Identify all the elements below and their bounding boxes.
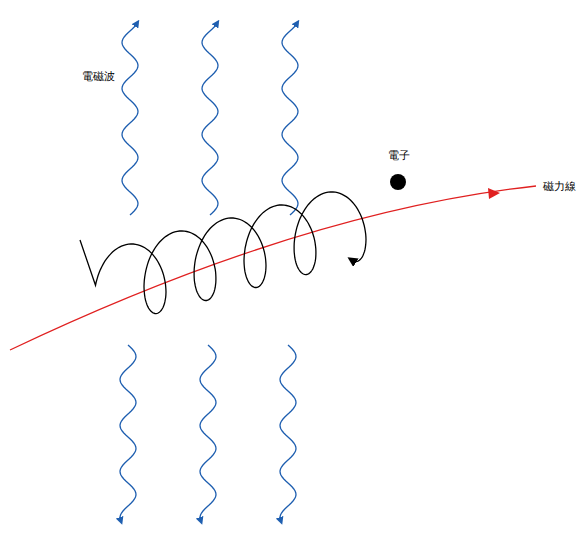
electron-dot [390,174,406,190]
wave-line [122,23,138,215]
wave-line [280,345,296,521]
wave-line [200,345,216,521]
magnetic-field-line [10,186,536,350]
wave-line [202,23,218,215]
electron-helix [80,192,366,314]
electron-label: 電子 [388,149,410,162]
wave-line [120,345,136,521]
wave-label: 電磁波 [82,70,115,83]
field-arrowhead [488,188,500,199]
wave-line [282,23,298,215]
electromagnetic-waves [120,23,298,521]
field-line-label: 磁力線 [543,180,576,193]
